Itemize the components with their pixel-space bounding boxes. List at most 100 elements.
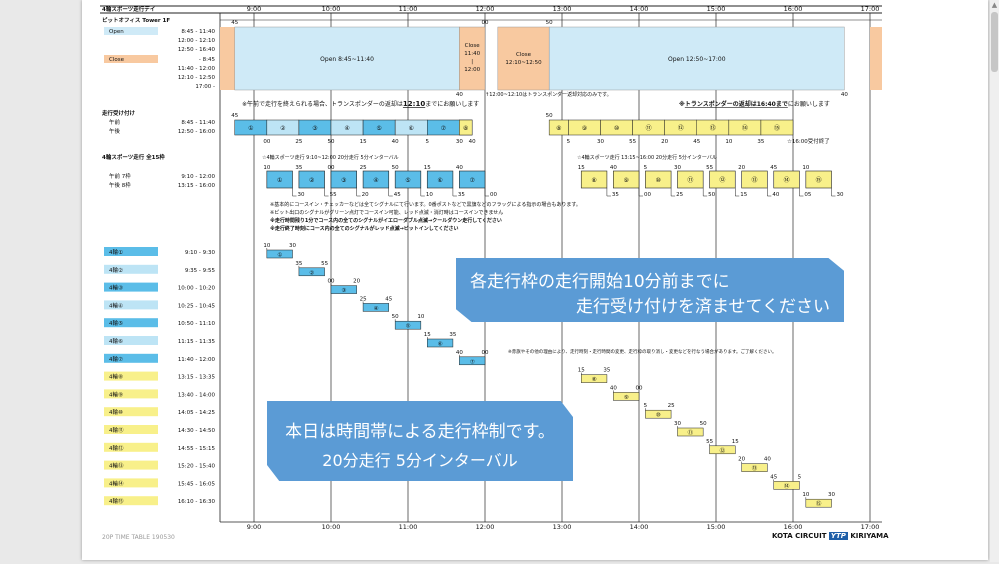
session-pm-minute-bottom: 25 [676,192,683,198]
reception-pm-slot-mark: ⑪ [646,124,652,132]
slot-bar [709,445,736,455]
scroll-thumb[interactable] [991,12,998,72]
session-pm-minute-top: 10 [802,165,809,171]
slot-end-minute: 25 [668,403,675,409]
slot-bar-mark: ⑮ [816,500,822,508]
office-bar-close-noon-text: 12:00 [464,67,480,73]
office-bar-open-am [234,26,460,91]
slot-time: 11:15 - 11:35 [178,339,216,345]
office-bar-close-noon-text: | [471,59,473,65]
slot-label: 4輪② [109,266,123,274]
slot-start-minute: 10 [802,492,809,498]
session-am-interval-mark [452,188,457,197]
session-am-interval-mark [324,188,329,197]
office-bar-open-pm [548,26,845,91]
office-bar-close-noon-text: Close [465,43,481,49]
slot-end-minute: 10 [417,314,424,320]
hour-label-bottom: 11:00 [399,523,418,531]
office-minute-top: 00 [482,20,489,26]
reception-am-slot-mark: ⑤ [376,125,381,132]
session-am-time: 9:10 - 12:00 [181,174,215,180]
session-pm-slot [805,170,832,189]
slot-label: 4輪⑮ [109,497,124,505]
reception-pm-slot-mark: ⑧ [556,125,561,132]
office-close-label: Close [109,57,125,63]
session-pm-time: 13:15 - 16:00 [178,183,216,189]
reception-pm-minute: 35 [757,139,764,145]
hour-label-top: 17:00 [861,5,880,13]
slot-bar [773,481,800,490]
session-pm-minute-top: 40 [610,165,617,171]
slot-time: 13:40 - 14:00 [178,392,216,398]
office-bar-close-late [870,27,882,90]
slot-bar [330,285,357,294]
session-am-slot-mark: ⑦ [469,177,475,184]
office-bar-close-lunch [497,26,550,91]
slot-start-minute: 5 [644,403,648,409]
slot-start-minute: 10 [263,243,270,249]
session-am-interval-mark [292,188,297,197]
reception-am-minute-top: 45 [231,113,238,119]
slot-label: 4輪⑩ [109,408,123,416]
slot-bar-mark: ③ [341,288,346,294]
hour-label-top: 9:00 [247,5,262,13]
footer-code: 20P TIME TABLE 190530 [102,534,175,541]
slot-label-bg [104,442,158,452]
session-am-minute-bottom: 20 [362,192,369,198]
session-pm-interval-mark [767,188,772,197]
office-minute-top: 50 [546,20,553,26]
reception-note-pm: ※トランスポンダーの返却は16:40までにお願いします [679,100,830,108]
vertical-scrollbar[interactable]: ▲ [990,0,999,562]
scroll-up-arrow-icon[interactable]: ▲ [991,1,998,9]
slot-time: 16:10 - 16:30 [178,499,216,505]
slot-time: 9:35 - 9:55 [185,268,216,274]
session-am-slot-mark: ④ [373,177,378,184]
slot-start-minute: 15 [578,368,585,374]
session-pm-slot-mark: ⑪ [687,176,693,184]
reception-pm-time: 12:50 - 16:00 [178,129,216,135]
slot-start-minute: 50 [392,314,399,320]
slot-end-minute: 30 [828,492,835,498]
slot-label-bg [104,371,158,381]
reception-title: 走行受け付け [101,109,136,117]
slot-label-bg [104,282,158,292]
office-bar-close-noon-text: 11:40 [464,51,480,57]
slot-time: 10:25 - 10:45 [178,303,216,309]
session-am-minute-top: 25 [360,165,367,171]
reception-am-time: 8:45 - 11:40 [181,120,215,126]
session-pm-slot [677,170,704,189]
slot-label: 4輪⑤ [109,319,123,327]
session-am-slot-mark: ③ [341,177,346,184]
session-pm-minute-bottom: 05 [804,192,811,198]
session-pm-slot-mark: ⑧ [591,177,596,184]
slot-label: 4輪⑪ [109,426,124,434]
slot-label: 4輪③ [109,284,123,292]
reception-pm-slot-mark: ⑫ [678,124,684,132]
slot-bar [645,409,672,419]
slot-label: 4輪⑥ [109,337,123,345]
reception-pm-minute: 10 [725,139,732,145]
session-pm-interval-mark [735,188,740,197]
slot-bar [805,498,832,508]
slot-bar [266,249,293,259]
reception-note-am-part: 12:10 [403,100,425,108]
slot-end-minute: 50 [700,421,707,427]
slot-time: 10:50 - 11:10 [178,321,216,327]
rule-note: ※走行終了時刻にコース内の全てのシグナルがレッド点滅→ピットインしてください [270,225,459,232]
session-am-minute-bottom: 30 [298,192,305,198]
reception-am-slot-mark: ① [248,125,253,132]
reception-callout-line1: 各走行枠の走行開始10分前までに [470,272,730,292]
slot-label-bg [104,496,158,506]
session-pm-slot [645,170,672,189]
office-minute-bottom: 40 [841,92,848,98]
reception-callout: 各走行枠の走行開始10分前までに 走行受け付けを済ませてください [456,258,844,322]
reception-am-slot-mark: ⑧ [463,125,468,132]
reception-pm-slot [760,119,794,136]
office-close-time: 12:10 - 12:50 [178,75,216,81]
reception-pm-label: 午後 [109,127,121,135]
office-title: ピットオフィス Tower 1F [102,16,170,24]
session-am-minute-top: 15 [424,165,431,171]
office-bar-open-am-label: Open 8:45~11:40 [320,56,374,63]
session-am-interval-mark [420,188,425,197]
